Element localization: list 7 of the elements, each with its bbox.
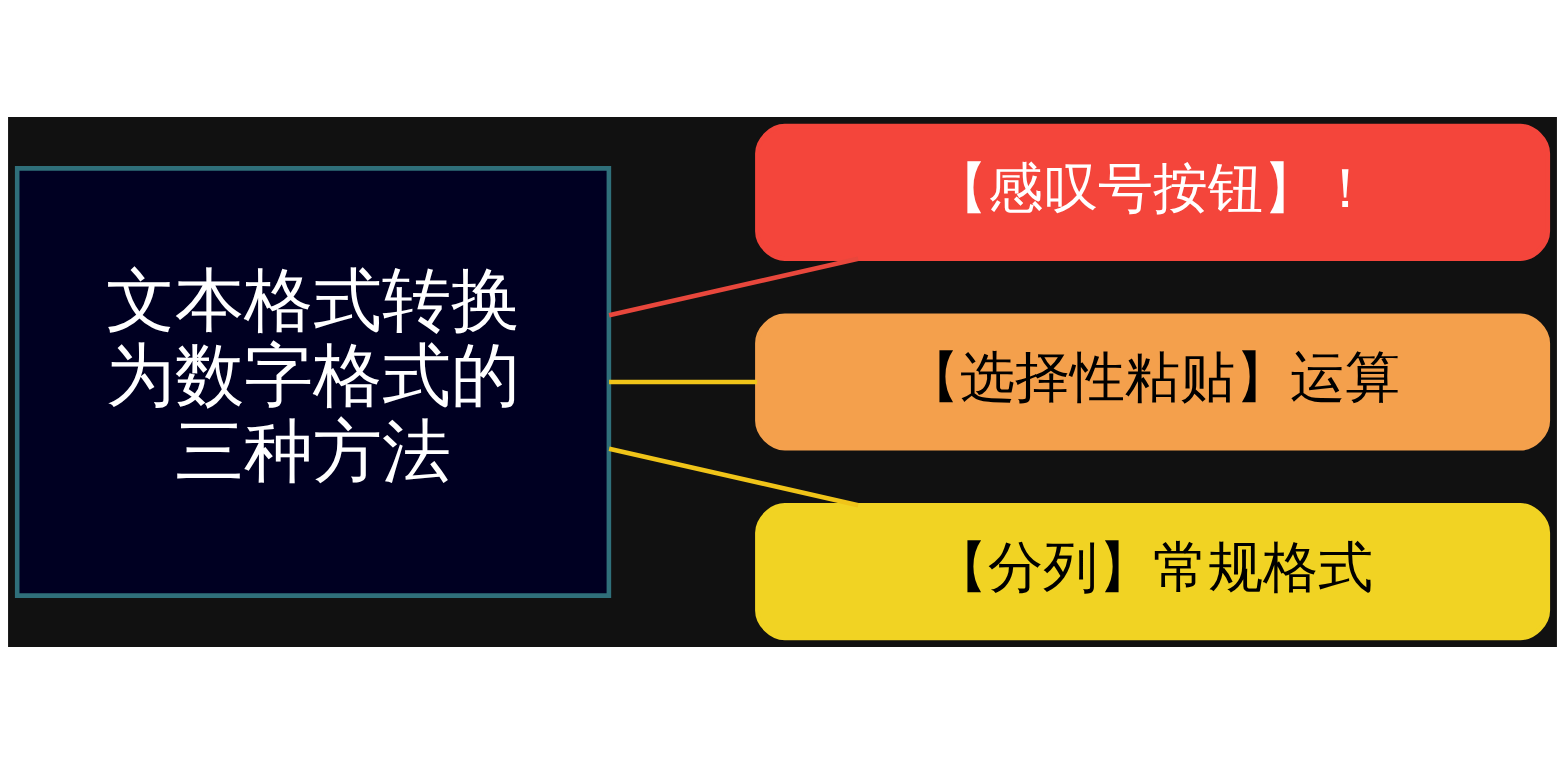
connector	[608, 256, 859, 317]
node-box: 文本格式转换为数字格式的三种方法	[14, 165, 612, 598]
node-box: 【选择性粘贴】运算	[755, 312, 1551, 451]
node-box: 【感叹号按钮】！	[755, 123, 1551, 261]
connector	[609, 379, 758, 384]
node-box: 【分列】常规格式	[755, 502, 1551, 640]
connector	[608, 446, 859, 507]
